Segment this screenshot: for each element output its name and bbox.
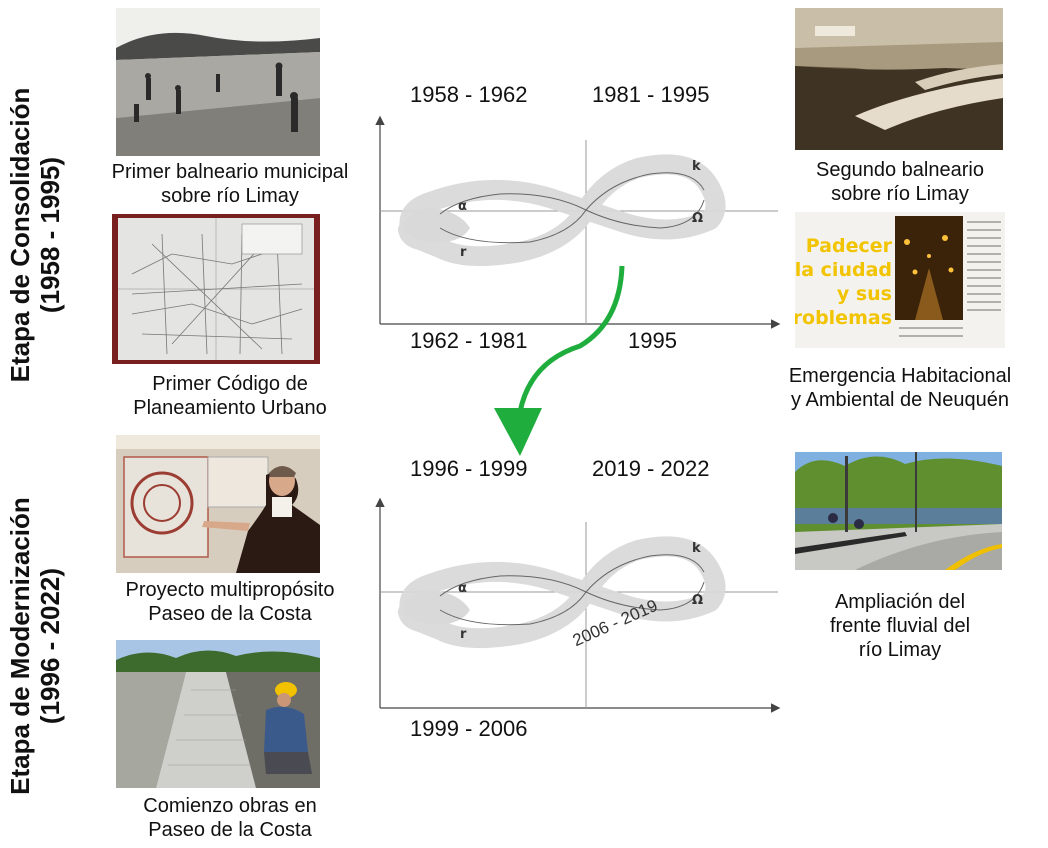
ampliacion-caption: Ampliación del frente fluvial del río Li… — [829, 591, 971, 661]
alpha-phase-label: α — [458, 581, 467, 596]
release-tail — [404, 589, 470, 625]
stage-title-consolidation: Etapa de Consolidación (1958 - 1995) — [5, 87, 65, 383]
newspaper-headline-3: y sus — [837, 283, 892, 305]
r-phase-label: r — [460, 627, 467, 642]
omega-phase-label: Ω — [692, 211, 703, 226]
primer-codigo-caption: Primer Código de Planeamiento Urbano — [133, 373, 327, 419]
stage-title-modernization: Etapa de Modernización (1996 - 2022) — [5, 497, 65, 795]
k-phase-label: k — [692, 159, 701, 174]
cycle1-bottom-left-period: 1962 - 1981 — [410, 328, 528, 353]
release-tail — [404, 207, 470, 243]
k-phase-label: k — [692, 541, 701, 556]
segundo-balneario-photo — [795, 8, 1003, 150]
newspaper-headline-4: problemas — [795, 307, 892, 329]
cycle1-top-right-period: 1981 - 1995 — [592, 82, 710, 107]
transition-arrow — [480, 262, 640, 462]
primer-codigo-map-photo — [112, 214, 320, 364]
newspaper-headline-1: Padecer — [806, 235, 893, 257]
omega-phase-label: Ω — [692, 593, 703, 608]
comienzo-obras-caption: Comienzo obras en Paseo de la Costa — [143, 795, 317, 841]
adaptive-cycle-2: α r k Ω 2006 - 2019 — [370, 492, 790, 716]
alpha-phase-label: α — [458, 199, 467, 214]
cycle-flow-arrows — [439, 172, 705, 244]
infinity-loop-band — [398, 536, 726, 649]
newspaper-headline-2: la ciudad — [795, 259, 892, 281]
infinity-loop-band — [398, 154, 726, 267]
cycle2-bottom-left-period: 1999 - 2006 — [410, 716, 528, 741]
comienzo-obras-photo — [116, 640, 320, 788]
adaptive-cycle-1: α r k Ω — [370, 110, 790, 340]
cycle-flow-arrows — [439, 554, 705, 626]
cycle1-bottom-right-period: 1995 — [628, 328, 677, 353]
proyecto-multiproposito-photo — [116, 435, 320, 573]
r-phase-label: r — [460, 245, 467, 260]
segundo-balneario-caption: Segundo balneario sobre río Limay — [816, 159, 984, 205]
cycle1-top-left-period: 1958 - 1962 — [410, 82, 528, 107]
primer-balneario-photo — [116, 8, 320, 156]
primer-balneario-caption: Primer balneario municipal sobre río Lim… — [111, 161, 349, 207]
proyecto-multiproposito-caption: Proyecto multipropósito Paseo de la Cost… — [125, 579, 335, 625]
emergencia-caption: Emergencia Habitacional y Ambiental de N… — [788, 365, 1012, 411]
ampliacion-photo — [795, 452, 1002, 570]
newspaper-clipping-photo: Padecer la ciudad y sus problemas — [795, 212, 1005, 348]
cycle2-top-left-period: 1996 - 1999 — [410, 456, 528, 481]
cycle2-top-right-period: 2019 - 2022 — [592, 456, 710, 481]
